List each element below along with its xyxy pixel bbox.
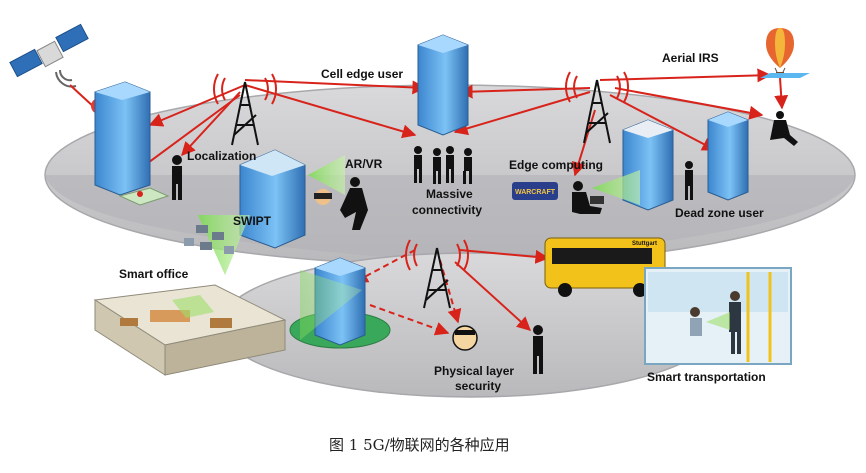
person-localization-icon bbox=[172, 155, 182, 200]
eavesdropper-icon bbox=[452, 325, 478, 351]
tower-right-icon bbox=[565, 71, 629, 144]
label-connectivity: connectivity bbox=[412, 203, 482, 217]
tower-left-icon bbox=[213, 73, 277, 146]
label-smart-transportation: Smart transportation bbox=[647, 370, 766, 384]
smart-transportation-panel bbox=[644, 267, 792, 365]
person-deadzone-icon bbox=[685, 161, 693, 200]
label-ar-vr: AR/VR bbox=[345, 157, 383, 171]
person-aerial-icon bbox=[770, 111, 798, 146]
label-smart-office: Smart office bbox=[119, 267, 189, 281]
label-aerial-irs: Aerial IRS bbox=[662, 51, 719, 65]
warcraft-game-icon: WARCRAFT bbox=[512, 182, 558, 200]
tower-bottom-icon bbox=[405, 239, 469, 309]
people-massive-icon bbox=[414, 146, 472, 184]
person-edge-computing-icon bbox=[572, 181, 604, 214]
bus-icon: Stuttgart bbox=[544, 237, 666, 297]
building-center-icon bbox=[417, 34, 469, 136]
hot-air-balloon-icon bbox=[760, 28, 810, 78]
building-left-icon bbox=[94, 81, 151, 196]
label-dead-zone-user: Dead zone user bbox=[675, 206, 764, 220]
building-arvr-icon bbox=[239, 149, 306, 249]
label-cell-edge-user: Cell edge user bbox=[321, 67, 403, 81]
label-security: security bbox=[455, 379, 501, 393]
warcraft-label: WARCRAFT bbox=[515, 189, 556, 196]
label-edge-computing: Edge computing bbox=[509, 158, 603, 172]
label-swipt: SWIPT bbox=[233, 214, 272, 228]
links-bottom bbox=[353, 249, 550, 336]
satellite-icon bbox=[9, 23, 89, 88]
person-physical-icon bbox=[533, 325, 543, 374]
label-localization: Localization bbox=[187, 149, 256, 163]
figure-caption: 图 1 5G/物联网的各种应用 bbox=[329, 436, 510, 454]
person-arvr-icon bbox=[314, 177, 368, 230]
bus-destination-label: Stuttgart bbox=[632, 241, 657, 247]
building-deadzone-icon bbox=[707, 111, 749, 201]
smart-office-illustration bbox=[93, 284, 287, 376]
label-physical-layer: Physical layer bbox=[434, 364, 514, 378]
swipt-devices-icon bbox=[184, 215, 250, 275]
label-massive: Massive bbox=[426, 187, 473, 201]
beams bbox=[300, 155, 640, 340]
map-icon bbox=[118, 187, 170, 206]
